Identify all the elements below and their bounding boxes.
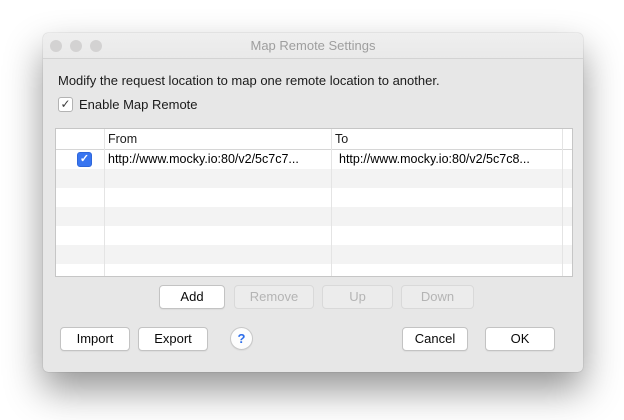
- empty-table-row: [56, 226, 572, 245]
- map-remote-settings-dialog: Map Remote Settings Modify the request l…: [43, 33, 583, 372]
- import-button[interactable]: Import: [60, 327, 130, 351]
- column-header-to[interactable]: To: [335, 132, 349, 146]
- row-from-url: http://www.mocky.io:80/v2/5c7c7...: [108, 152, 299, 166]
- zoom-button[interactable]: [90, 40, 102, 52]
- cancel-button[interactable]: Cancel: [402, 327, 468, 351]
- checkbox-check-icon[interactable]: ✓: [58, 96, 73, 112]
- enable-map-remote-label: Enable Map Remote: [79, 96, 198, 112]
- row-enabled-checkbox[interactable]: ✓: [77, 152, 92, 167]
- row-to-url: http://www.mocky.io:80/v2/5c7c8...: [339, 152, 530, 166]
- empty-table-row: [56, 264, 572, 283]
- ok-button[interactable]: OK: [485, 327, 555, 351]
- empty-table-row: [56, 169, 572, 188]
- map-remote-table: From To ✓ http://www.mocky.io:80/v2/5c7c…: [55, 128, 573, 277]
- up-button[interactable]: Up: [322, 285, 393, 309]
- check-icon: ✓: [79, 153, 90, 165]
- description-text: Modify the request location to map one r…: [58, 73, 440, 88]
- column-divider: [104, 129, 105, 276]
- help-button[interactable]: ?: [230, 327, 253, 350]
- column-header-from[interactable]: From: [108, 132, 138, 146]
- table-row[interactable]: ✓ http://www.mocky.io:80/v2/5c7c7... htt…: [56, 150, 572, 169]
- enable-map-remote-checkbox[interactable]: ✓ Enable Map Remote: [58, 96, 198, 112]
- empty-table-row: [56, 188, 572, 207]
- remove-button[interactable]: Remove: [234, 285, 314, 309]
- table-body: ✓ http://www.mocky.io:80/v2/5c7c7... htt…: [56, 150, 572, 276]
- window-title: Map Remote Settings: [250, 38, 376, 53]
- column-divider: [562, 129, 563, 276]
- empty-table-row: [56, 245, 572, 264]
- down-button[interactable]: Down: [401, 285, 474, 309]
- minimize-button[interactable]: [70, 40, 82, 52]
- column-divider: [331, 129, 332, 276]
- empty-table-row: [56, 207, 572, 226]
- close-button[interactable]: [50, 40, 62, 52]
- add-button[interactable]: Add: [159, 285, 225, 309]
- table-header: From To: [56, 129, 572, 150]
- export-button[interactable]: Export: [138, 327, 208, 351]
- title-bar: Map Remote Settings: [43, 33, 583, 59]
